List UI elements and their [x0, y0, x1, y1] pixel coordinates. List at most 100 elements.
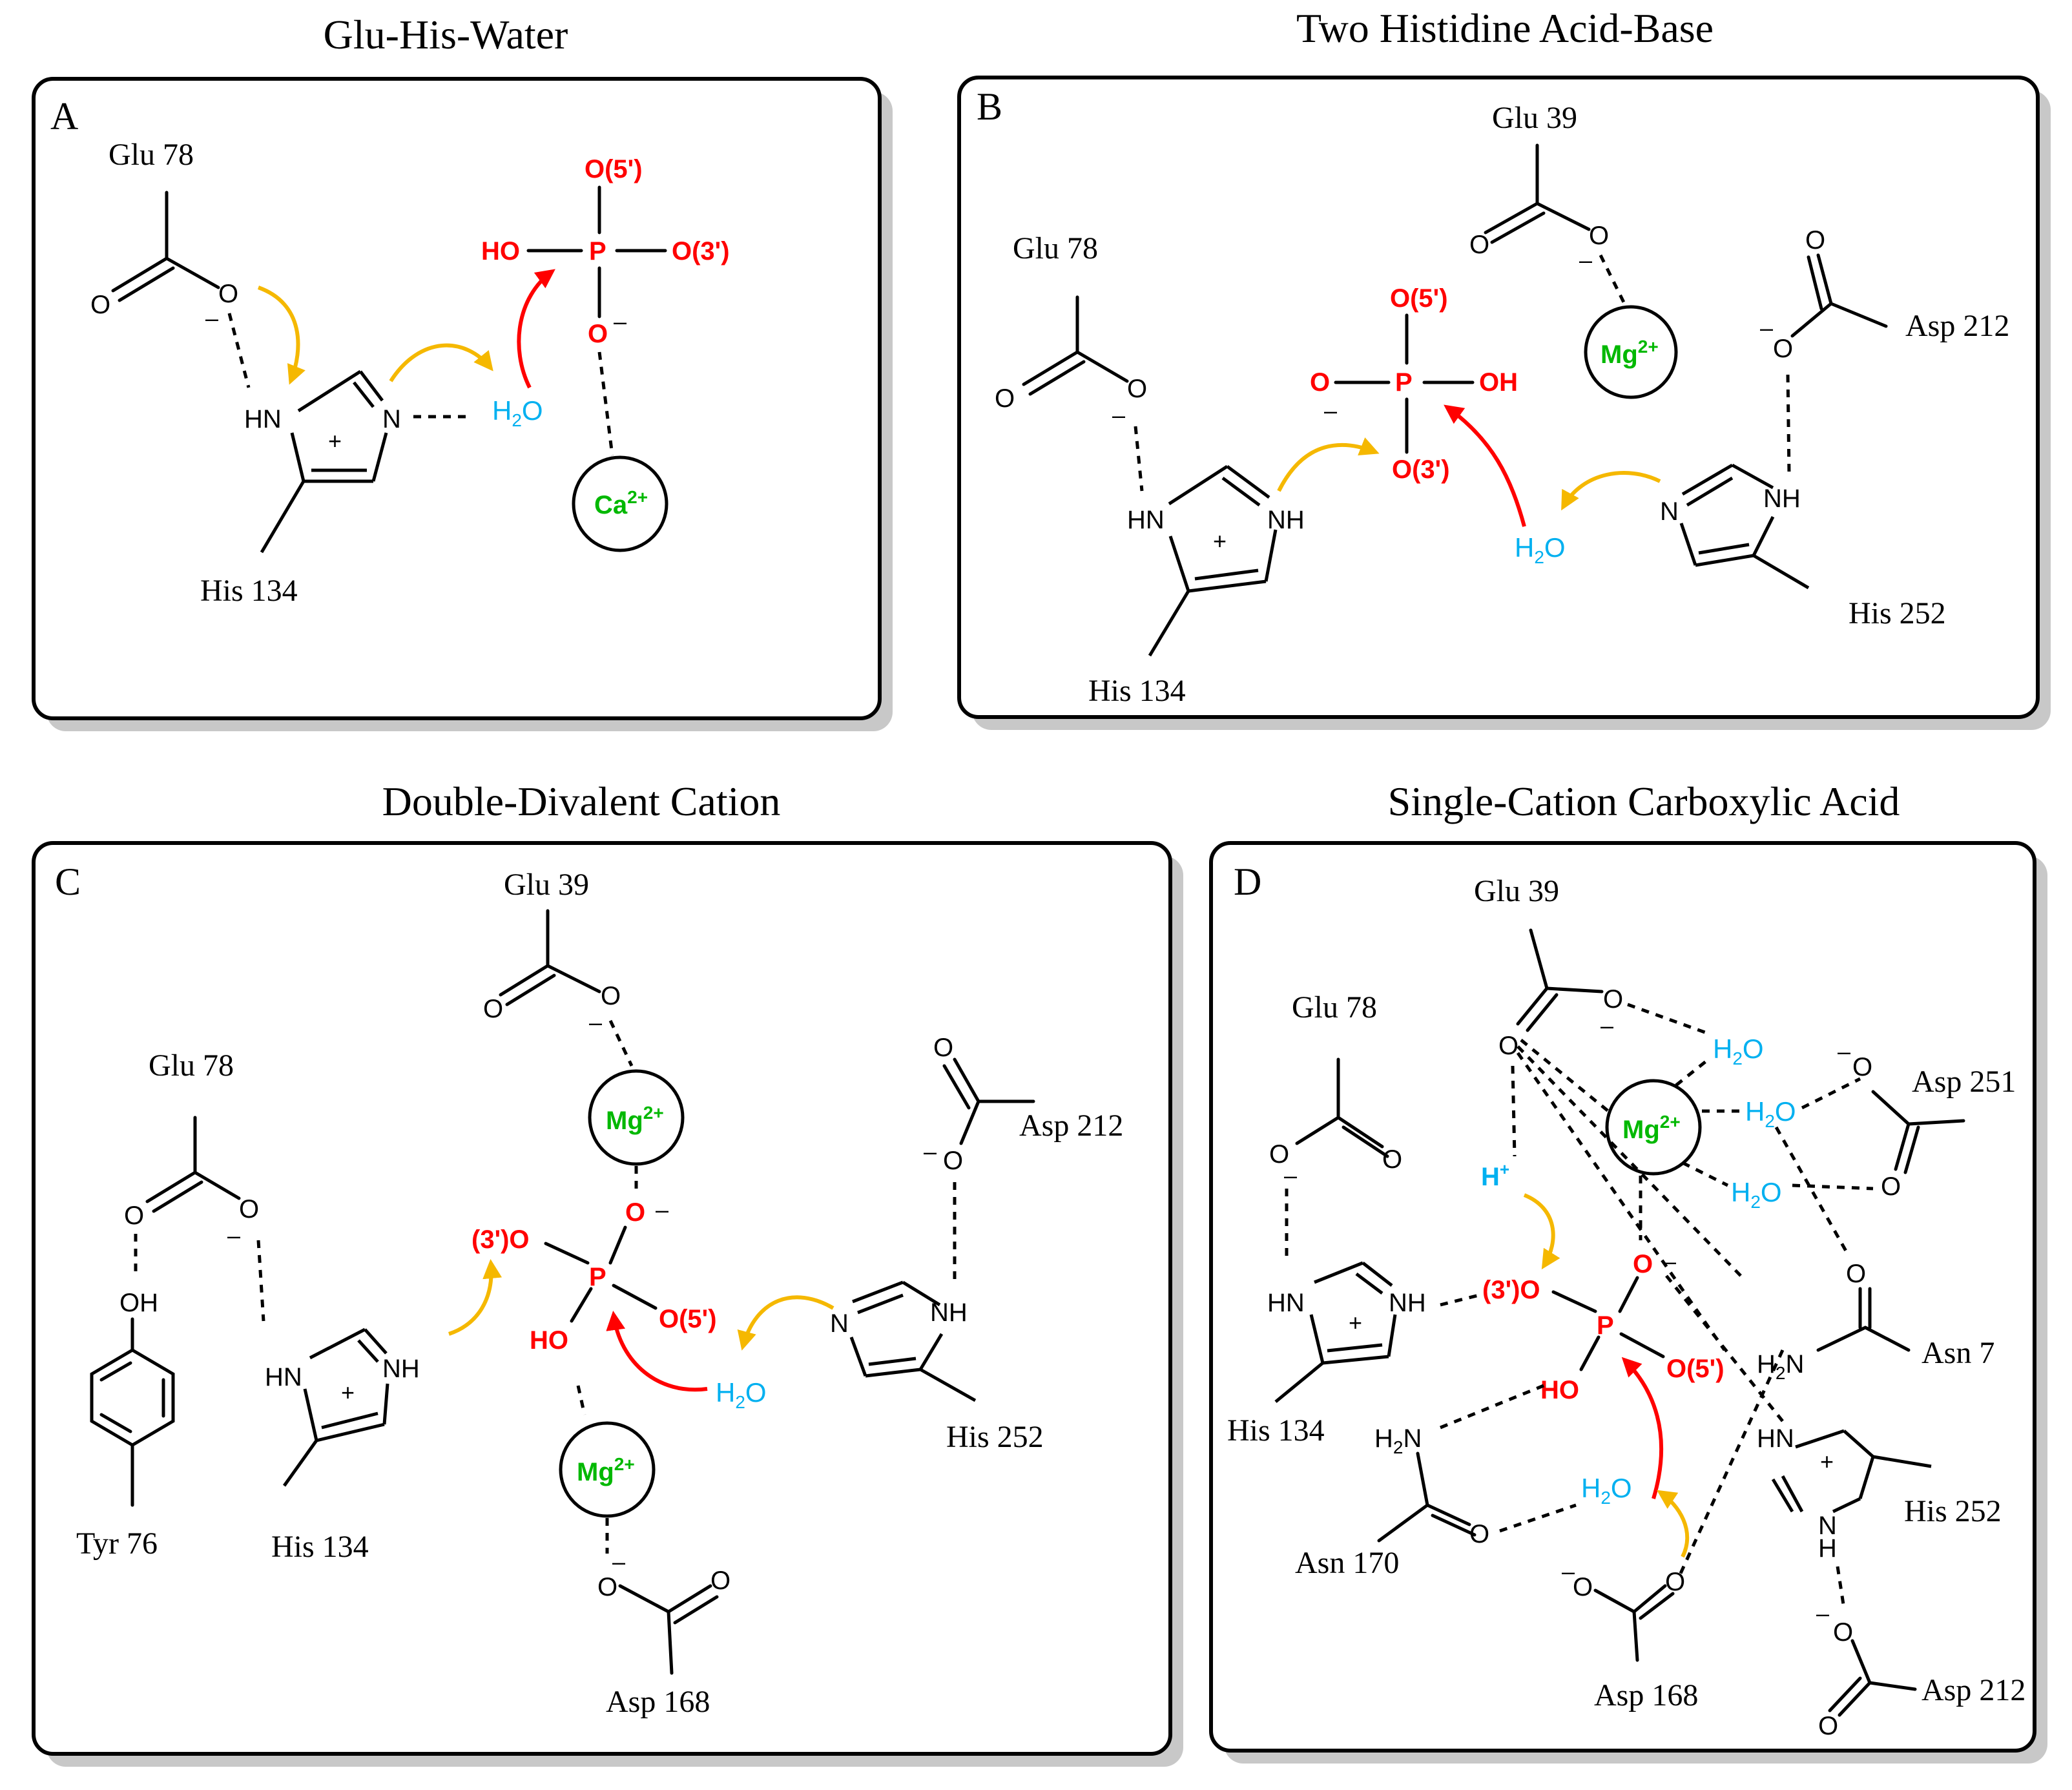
panel-a-letter: A [50, 95, 78, 138]
svg-text:O(5'): O(5') [1666, 1355, 1725, 1383]
phosphate-c: O – (3')O P O(5') HO [471, 1196, 717, 1355]
mg-ion-label: Mg2+ [1622, 1112, 1681, 1144]
svg-text:–: – [1838, 1038, 1850, 1065]
panel-a: Glu-His-Water A Glu 78 O O – HN N [32, 12, 893, 731]
hbond-glu78-his [1134, 426, 1144, 492]
panel-c-title: Double-Divalent Cation [382, 778, 781, 824]
svg-text:P: P [1395, 368, 1413, 397]
svg-text:O(5'): O(5') [585, 155, 643, 183]
svg-text:H2N: H2N [1757, 1350, 1804, 1383]
hbond-glu-his [227, 313, 251, 388]
mg-ion [1605, 1079, 1702, 1176]
asn7-amide: H2N [1757, 1287, 1911, 1383]
svg-text:O: O [1852, 1053, 1872, 1081]
hbond-asn7-asp168 [1677, 1349, 1785, 1577]
phosphate-b: O(5') O – P OH O(3') [1310, 284, 1518, 484]
svg-text:O: O [1603, 985, 1623, 1014]
water-molecule: H2O [1515, 532, 1566, 567]
panel-b-frame [957, 76, 2040, 719]
asp212-carboxylate: O – O [1816, 1600, 1917, 1740]
svg-text:–: – [656, 1196, 668, 1223]
residue-label-glu78: Glu 78 [109, 138, 194, 172]
residue-label-his134: His 134 [1088, 674, 1186, 708]
panel-c: Double-Divalent Cation C Glu 39 O O – Mg… [32, 778, 1183, 1767]
svg-text:–: – [1579, 247, 1592, 273]
svg-text:HN: HN [1267, 1289, 1305, 1317]
water-molecule: H2O [492, 395, 543, 430]
asp251-carboxylate: O – O [1838, 1038, 1965, 1201]
svg-text:O: O [995, 384, 1015, 413]
arrow-his134-to-o3 [448, 1259, 502, 1336]
hbond-o-his252 [1665, 1275, 1784, 1422]
glu78-carboxylate: O O – [90, 191, 238, 331]
svg-text:O: O [933, 1034, 953, 1062]
panel-d-title: Single-Cation Carboxylic Acid [1388, 778, 1900, 824]
hbond-w2-asn7 [1774, 1126, 1849, 1254]
svg-text:N: N [382, 405, 401, 433]
panel-d: Single-Cation Carboxylic Acid D Glu 39 O… [1209, 778, 2047, 1764]
mg-ion-upper-label: Mg2+ [606, 1103, 664, 1135]
hbond-mg-w1 [1675, 1058, 1710, 1087]
svg-text:+: + [341, 1379, 355, 1406]
svg-text:O: O [1127, 375, 1147, 403]
residue-label-asn7: Asn 7 [1922, 1336, 1994, 1370]
svg-text:O: O [1469, 1520, 1489, 1548]
water-molecule: H2O [716, 1377, 767, 1412]
hbond-glu39-mg [1599, 254, 1626, 305]
panel-b: Two Histidine Acid-Base B Glu 39 O O – M… [957, 5, 2051, 730]
hbond-o-mg-lower [576, 1385, 586, 1415]
glu78-carboxylate: O – O [1269, 1057, 1402, 1189]
asn7-o: O [1846, 1260, 1866, 1288]
mg-ion-lower-label: Mg2+ [577, 1454, 635, 1486]
svg-text:O: O [625, 1198, 645, 1227]
svg-text:O: O [90, 291, 110, 319]
arrow-his252-to-water [737, 1295, 834, 1351]
glu78-carboxylate: O O – [995, 295, 1147, 428]
mg-ion-upper [588, 1069, 685, 1166]
svg-text:O: O [1589, 222, 1609, 250]
phosphate-d: O – (3')O P O(5') HO [1482, 1248, 1725, 1404]
svg-text:HN: HN [265, 1363, 302, 1391]
glu39-carboxylate: O O – [483, 909, 621, 1035]
svg-text:O: O [601, 982, 621, 1010]
svg-text:O: O [239, 1195, 259, 1223]
svg-text:–: – [1663, 1248, 1676, 1275]
residue-label-glu78: Glu 78 [149, 1048, 234, 1083]
arrow-proton-to-o3 [1523, 1193, 1560, 1270]
residue-label-glu78: Glu 78 [1013, 231, 1098, 265]
svg-text:O: O [597, 1573, 617, 1601]
residue-label-his134: His 134 [1227, 1413, 1325, 1448]
tyr76-phenol: OH [90, 1289, 175, 1507]
svg-text:–: – [924, 1138, 937, 1165]
svg-text:O: O [588, 320, 608, 348]
water-2: H2O [1745, 1096, 1796, 1131]
proton: H+ [1481, 1160, 1509, 1191]
hbond-phosphate-ca [597, 351, 614, 456]
svg-text:O: O [1773, 335, 1793, 363]
svg-text:O: O [710, 1566, 730, 1595]
water-3: H2O [1731, 1177, 1782, 1212]
asp168-carboxylate: O – O [1562, 1558, 1685, 1662]
panel-b-title: Two Histidine Acid-Base [1296, 5, 1714, 51]
svg-text:P: P [1597, 1311, 1614, 1340]
hbond-asn170-water [1499, 1503, 1577, 1533]
ca-ion [572, 455, 668, 552]
svg-text:–: – [227, 1222, 240, 1249]
svg-text:–: – [614, 308, 627, 335]
svg-text:–: – [1112, 402, 1125, 428]
his252-imidazole: N NH [830, 1280, 977, 1402]
svg-text:NH: NH [1389, 1289, 1426, 1317]
svg-text:O: O [1818, 1712, 1838, 1740]
svg-text:–: – [1816, 1600, 1829, 1627]
svg-text:–: – [1324, 397, 1337, 424]
arrow-water-to-p [1621, 1357, 1663, 1499]
svg-text:HN: HN [1127, 506, 1165, 534]
panel-d-letter: D [1234, 860, 1261, 903]
svg-text:O: O [1498, 1032, 1518, 1060]
svg-text:–: – [1284, 1162, 1297, 1189]
svg-text:(3')O: (3')O [471, 1225, 530, 1254]
panel-a-frame [32, 77, 882, 720]
hbond-glu39-mg [1520, 1039, 1610, 1112]
svg-text:HO: HO [481, 237, 520, 265]
